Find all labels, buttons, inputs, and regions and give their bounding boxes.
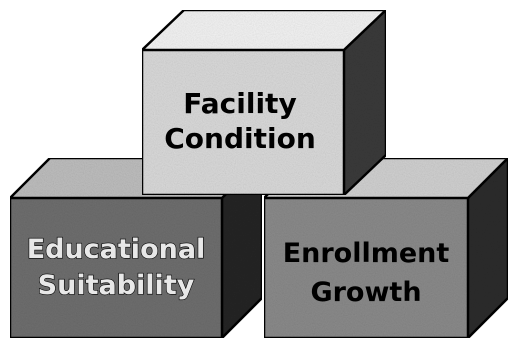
cube-front-face: [262, 196, 470, 340]
block-label-line1: Facility: [183, 87, 296, 120]
cube-facility-condition: Facility Condition: [140, 8, 388, 197]
block-label-line1: Educational: [27, 234, 206, 265]
cube-educational-suitability: Educational Suitability: [8, 156, 264, 340]
cube-front-face: [8, 196, 224, 340]
block-label-line2: Suitability: [38, 270, 195, 301]
block-label-line2: Condition: [164, 122, 316, 155]
block-label-line2: Growth: [310, 277, 421, 308]
block-label-line1: Enrollment: [283, 238, 450, 269]
cube-front-face: [140, 48, 346, 197]
